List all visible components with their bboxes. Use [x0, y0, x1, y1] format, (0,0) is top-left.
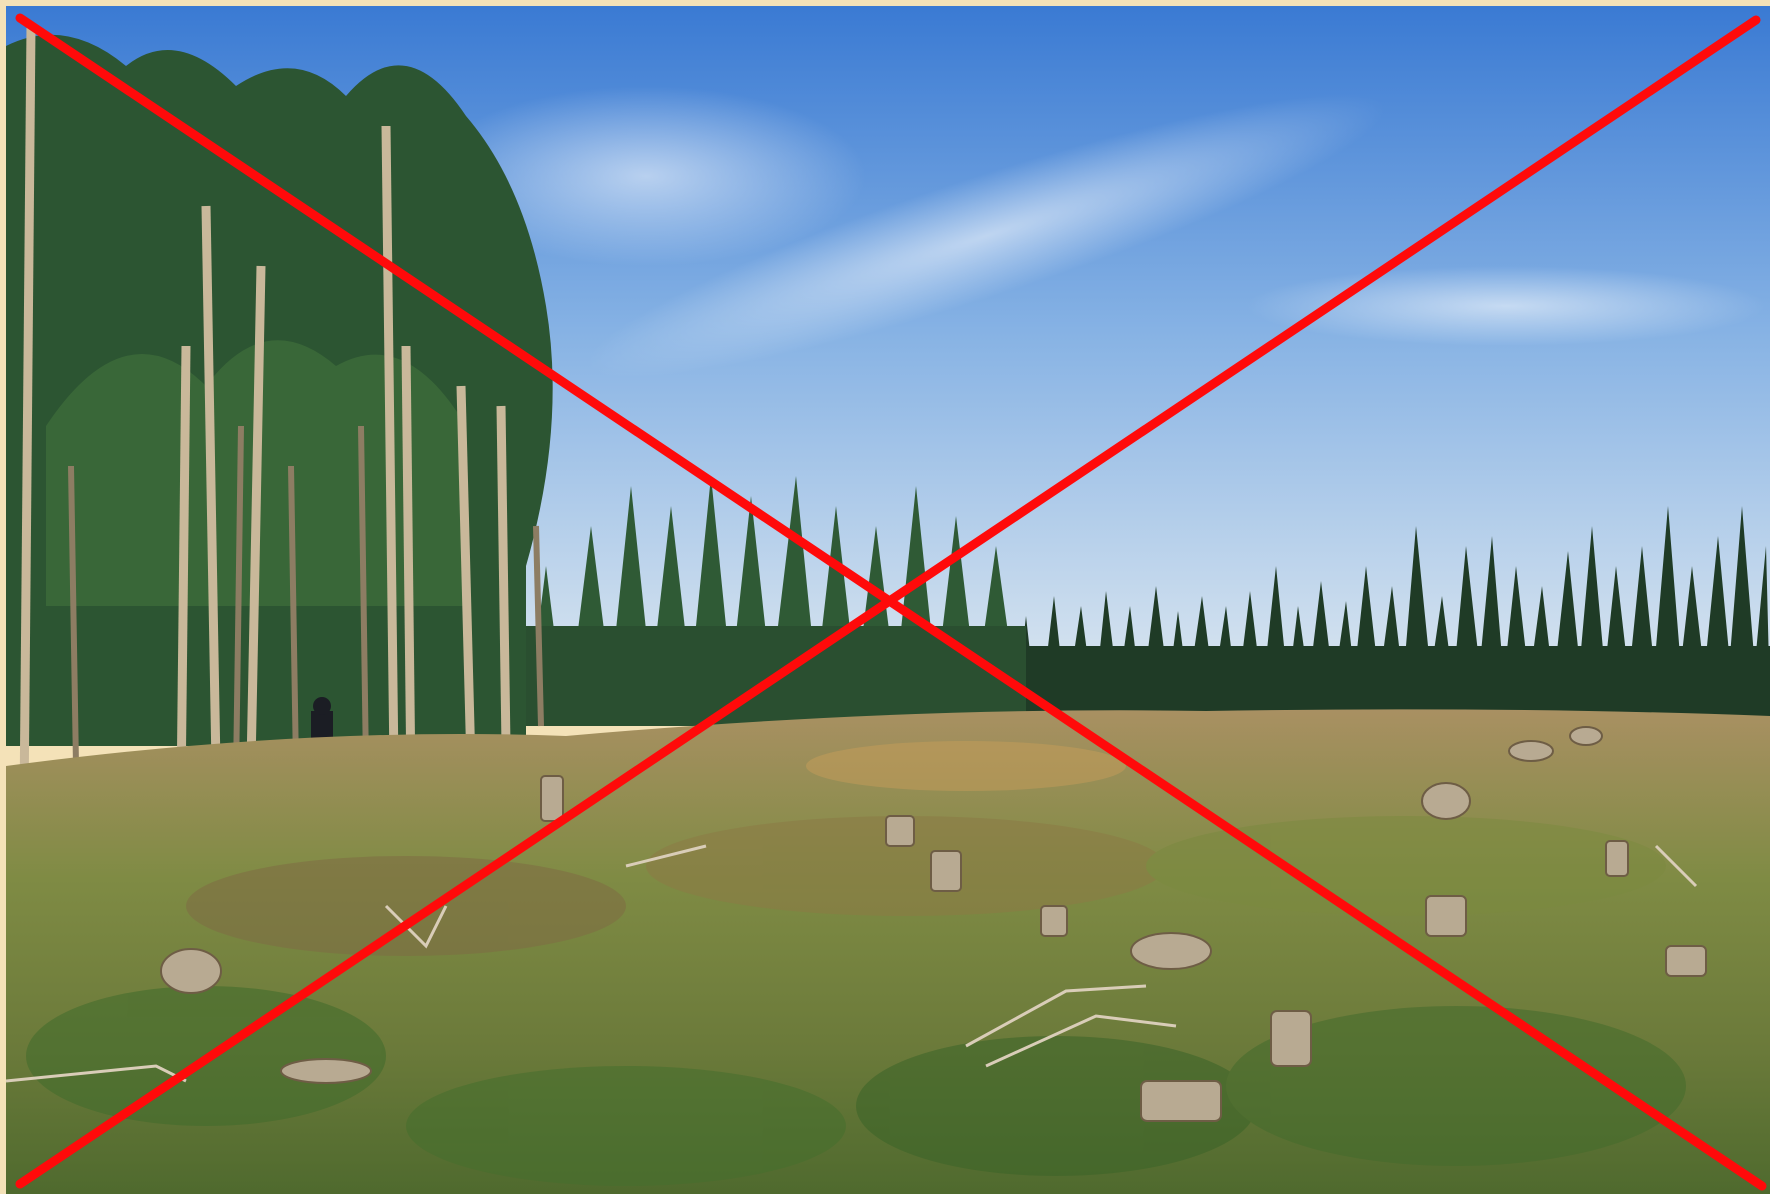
stumps	[160, 726, 1707, 1122]
left-pine-forest	[6, 25, 553, 807]
cloud-wisp	[426, 86, 866, 266]
cloud-wisp	[586, 94, 1386, 378]
cross-mark-icon	[15, 13, 1767, 1191]
distant-treeline	[1006, 506, 1770, 716]
branch-debris	[6, 844, 1698, 1083]
cross-line-diagonal-up	[15, 15, 1761, 1189]
photo-canvas	[6, 6, 1770, 1194]
clearcut-forest-photo	[6, 6, 1770, 1194]
cloud-wisp	[1246, 266, 1766, 346]
